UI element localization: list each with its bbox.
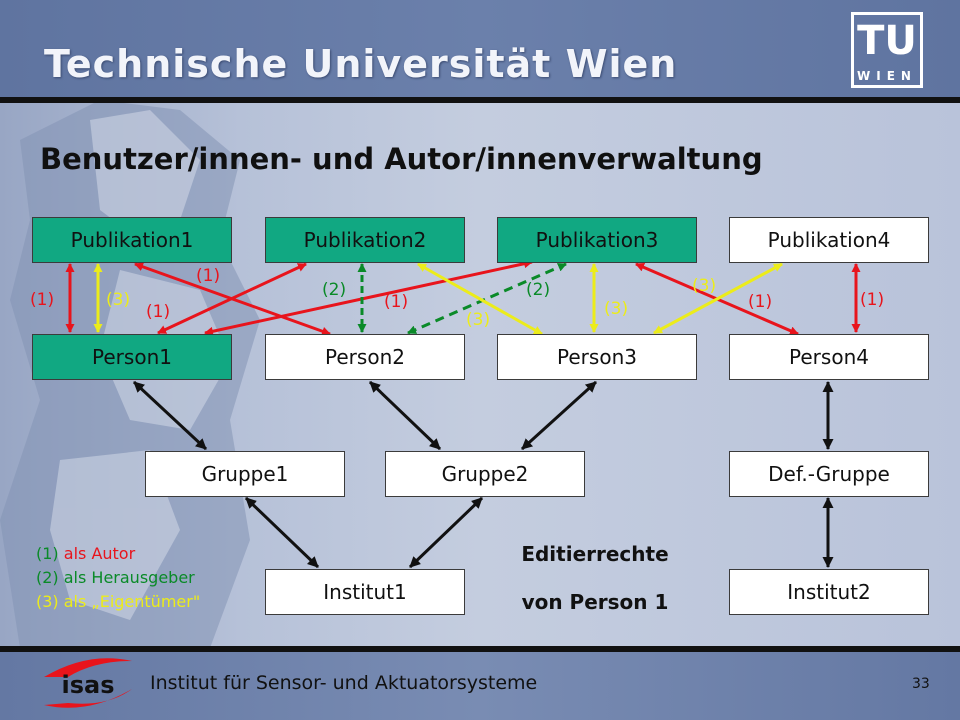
edge-person3-gruppe2: [520, 380, 598, 451]
label-autor-pub1-person1: (1): [30, 290, 55, 310]
node-publikation4: Publikation4: [729, 217, 929, 263]
footer-institute: Institut für Sensor- und Aktuatorsysteme: [150, 672, 538, 694]
node-person2: Person2: [265, 334, 465, 380]
legend-item-herausgeber: (2) als Herausgeber: [36, 568, 195, 587]
node-institut2: Institut2: [729, 569, 929, 615]
node-person1: Person1: [32, 334, 232, 380]
note-line2: von Person 1: [521, 590, 669, 614]
header-divider: [0, 97, 960, 103]
label-herausgeber-person2-pub3: (2): [526, 280, 551, 300]
label-autor-pub1-person2: (1): [196, 266, 221, 286]
label-autor-pub3-person4: (1): [748, 292, 773, 312]
node-person4: Person4: [729, 334, 929, 380]
label-herausgeber-pub2-person2: (2): [322, 280, 347, 300]
legend-autor-text: als Autor: [63, 544, 136, 563]
legend: (1) als Autor (2) als Herausgeber (3) al…: [36, 542, 200, 614]
label-autor-person1-pub2: (1): [146, 302, 171, 322]
node-publikation2: Publikation2: [265, 217, 465, 263]
header-background: [0, 0, 960, 100]
footer-background: [0, 648, 960, 720]
isas-logo-text: isas: [62, 671, 115, 699]
node-gruppe1: Gruppe1: [145, 451, 345, 497]
node-def-gruppe: Def.-Gruppe: [729, 451, 929, 497]
edge-gruppe2-institut1: [408, 496, 484, 569]
edge-person2-gruppe2: [368, 380, 442, 451]
note-line1: Editierrechte: [521, 542, 669, 566]
edge-gruppe1-institut1: [244, 496, 320, 569]
edge-person3-pub4-eigentuemer: [653, 262, 783, 335]
label-eigentuemer-pub1-person1: (3): [106, 290, 131, 310]
page-number: 33: [912, 676, 930, 692]
isas-logo: isas: [44, 658, 132, 708]
footer-divider: [0, 646, 960, 652]
edge-person1-gruppe1: [132, 380, 208, 451]
legend-item-autor: (1) als Autor: [36, 542, 200, 566]
label-autor-pub4-person4: (1): [860, 290, 885, 310]
node-gruppe2: Gruppe2: [385, 451, 585, 497]
node-publikation1: Publikation1: [32, 217, 232, 263]
university-name: Technische Universität Wien: [44, 42, 678, 86]
legend-item-eigentuemer: (3) als „Eigentümer": [36, 592, 201, 611]
legend-autor-number: (1): [36, 544, 59, 563]
label-eigentuemer-person3-pub4: (3): [692, 276, 717, 296]
logo-wien-text: WIEN: [857, 69, 917, 83]
label-eigentuemer-pub3-person3: (3): [604, 299, 629, 319]
node-person3: Person3: [497, 334, 697, 380]
tu-wien-logo: TU WIEN: [851, 12, 923, 88]
node-publikation3: Publikation3: [497, 217, 697, 263]
edge-pub2-person3-eigentuemer: [417, 262, 543, 336]
logo-tu-text: TU: [857, 18, 917, 64]
slide-title: Benutzer/innen- und Autor/innenverwaltun…: [40, 142, 763, 176]
edge-person1-pub2-autor: [157, 262, 307, 335]
label-eigentuemer-pub2-person3: (3): [466, 310, 491, 330]
node-institut1: Institut1: [265, 569, 465, 615]
label-autor-person1-pub3: (1): [384, 292, 409, 312]
